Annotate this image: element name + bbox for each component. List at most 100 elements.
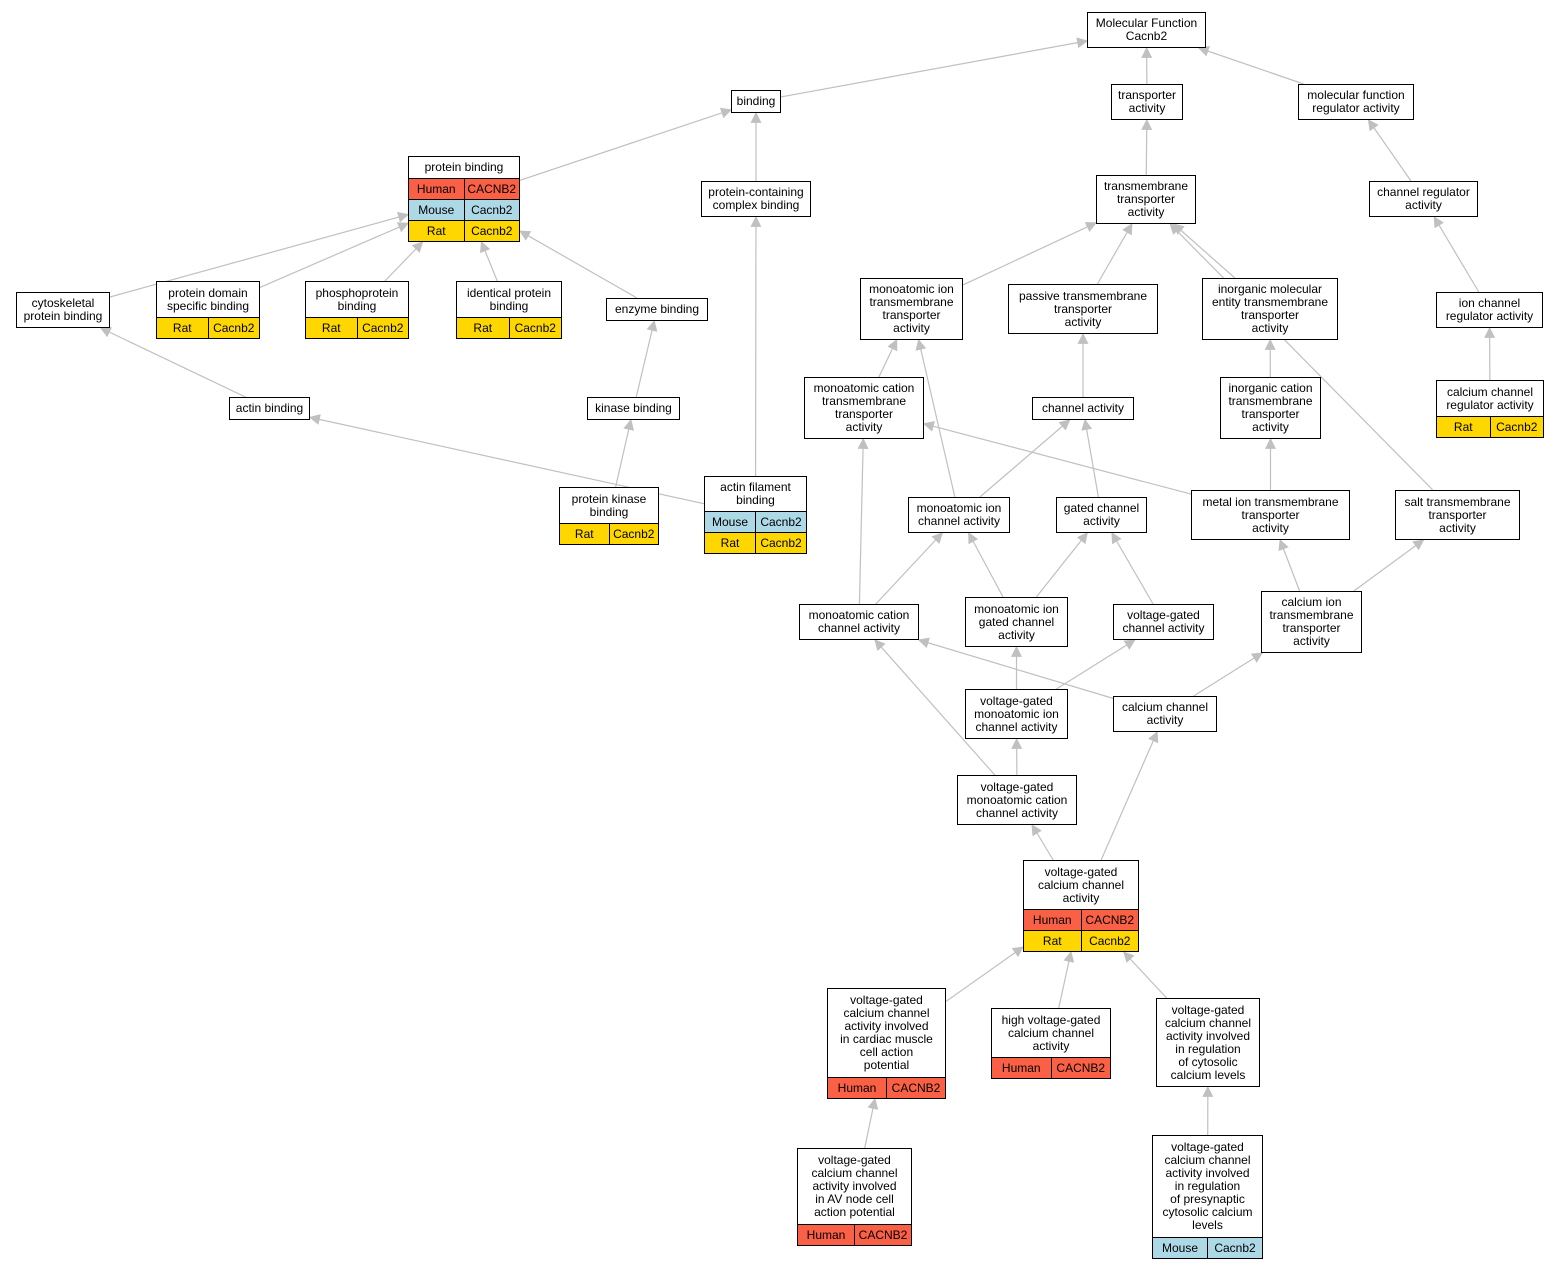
edge-vgmaion-to-vgchan xyxy=(1056,639,1136,690)
go-node-vgmacat[interactable]: voltage-gated monoatomic cation channel … xyxy=(957,775,1077,825)
edge-protkinase-to-kinase xyxy=(615,418,635,488)
gene-cell: Cacnb2 xyxy=(760,536,802,550)
edge-caiontm-to-salt xyxy=(1353,539,1425,592)
go-node-tmtrans[interactable]: transmembrane transporter activity xyxy=(1096,175,1196,224)
node-label: ion channel regulator activity xyxy=(1445,296,1534,323)
edge-phospho-to-protbind xyxy=(384,241,424,282)
species-cell: Rat xyxy=(457,318,510,338)
edge-chanreg-to-mfreg xyxy=(1367,119,1412,182)
go-node-vgcaav[interactable]: voltage-gated calcium channel activity i… xyxy=(797,1148,912,1246)
go-node-enzyme[interactable]: enzyme binding xyxy=(606,298,708,321)
node-label: enzyme binding xyxy=(614,302,700,316)
go-node-macatchan[interactable]: monoatomic cation channel activity xyxy=(799,604,919,640)
go-node-ionchanreg[interactable]: ion channel regulator activity xyxy=(1436,292,1543,328)
species-cell: Human xyxy=(798,1225,855,1245)
go-node-maiontm[interactable]: monoatomic ion transmembrane transporter… xyxy=(860,278,963,340)
edge-protdom-to-protbind xyxy=(259,222,410,289)
go-node-maionchan[interactable]: monoatomic ion channel activity xyxy=(908,497,1010,533)
gene-cell: Cacnb2 xyxy=(471,224,513,238)
species-cell: Rat xyxy=(306,318,358,338)
node-label: voltage-gated calcium channel activity i… xyxy=(1164,1002,1252,1082)
go-node-vgcapresyn[interactable]: voltage-gated calcium channel activity i… xyxy=(1152,1135,1263,1259)
go-node-cytoskel[interactable]: cytoskeletal protein binding xyxy=(16,292,110,328)
node-label: channel regulator activity xyxy=(1377,185,1470,212)
go-node-mfreg[interactable]: molecular function regulator activity xyxy=(1298,84,1414,120)
go-node-vgchan[interactable]: voltage-gated channel activity xyxy=(1113,604,1214,640)
species-cell: Mouse xyxy=(1153,1238,1208,1258)
node-label: molecular function regulator activity xyxy=(1307,88,1405,115)
go-node-chanreg[interactable]: channel regulator activity xyxy=(1369,181,1478,217)
go-node-vgcacyto[interactable]: voltage-gated calcium channel activity i… xyxy=(1156,998,1260,1087)
species-cell: Rat xyxy=(1437,417,1491,437)
species-gene-row: Rat Cacnb2 xyxy=(457,317,561,338)
go-node-macattm[interactable]: monoatomic cation transmembrane transpor… xyxy=(804,377,924,439)
node-label: voltage-gated monoatomic ion channel act… xyxy=(974,693,1059,734)
go-node-highvg[interactable]: high voltage-gated calcium channel activ… xyxy=(991,1008,1111,1079)
edge-maiongated-to-maionchan xyxy=(968,532,1004,598)
go-node-inorgmol[interactable]: inorganic molecular entity transmembrane… xyxy=(1202,278,1338,340)
go-node-chanact[interactable]: channel activity xyxy=(1032,397,1134,420)
go-node-caiontm[interactable]: calcium ion transmembrane transporter ac… xyxy=(1261,591,1362,653)
go-node-metalion[interactable]: metal ion transmembrane transporter acti… xyxy=(1191,490,1350,540)
edge-cachan-to-macatchan xyxy=(917,637,1114,699)
go-node-binding[interactable]: binding xyxy=(731,90,781,113)
node-label: voltage-gated calcium channel activity i… xyxy=(1162,1140,1253,1232)
node-label: protein domain specific binding xyxy=(166,285,250,313)
edge-passive-to-tmtrans xyxy=(1096,223,1133,285)
gene-cell: CACNB2 xyxy=(1085,913,1135,927)
edge-maiongated-to-gated xyxy=(1035,532,1088,598)
go-node-actin[interactable]: actin binding xyxy=(229,397,310,420)
go-node-vgcacardiac[interactable]: voltage-gated calcium channel activity i… xyxy=(827,988,946,1099)
edge-maiontm-to-tmtrans xyxy=(962,222,1097,286)
go-node-gated[interactable]: gated channel activity xyxy=(1056,497,1147,533)
edge-protbind-to-binding xyxy=(519,107,733,181)
node-label: voltage-gated calcium channel activity i… xyxy=(811,1153,898,1219)
node-label: transporter activity xyxy=(1117,88,1177,115)
species-cell: Rat xyxy=(705,533,756,553)
node-label: calcium channel activity xyxy=(1121,700,1209,727)
node-label: identical protein binding xyxy=(466,285,552,313)
gene-cell: Cacnb2 xyxy=(1214,1241,1256,1255)
go-node-transporter[interactable]: transporter activity xyxy=(1111,84,1183,120)
species-cell: Mouse xyxy=(705,512,756,532)
go-node-inorgcat[interactable]: inorganic cation transmembrane transport… xyxy=(1220,377,1321,439)
gene-cell: Cacnb2 xyxy=(1089,934,1131,948)
go-node-kinase[interactable]: kinase binding xyxy=(587,397,680,420)
go-node-cachan[interactable]: calcium channel activity xyxy=(1113,696,1217,732)
gene-cell: Cacnb2 xyxy=(514,321,556,335)
gene-cell: Cacnb2 xyxy=(1496,420,1538,434)
gene-cell: CACNB2 xyxy=(891,1081,941,1095)
edge-tmtrans-to-transporter xyxy=(1141,118,1153,176)
go-node-mf[interactable]: Molecular Function Cacnb2 xyxy=(1087,12,1206,48)
node-label: salt transmembrane transporter activity xyxy=(1404,494,1511,535)
edge-identical-to-protbind xyxy=(480,240,498,282)
node-label: binding xyxy=(736,94,776,108)
species-gene-row: Rat Cacnb2 xyxy=(705,532,806,553)
species-cell: Human xyxy=(992,1058,1052,1078)
gene-cell: Cacnb2 xyxy=(213,321,255,335)
go-node-salt[interactable]: salt transmembrane transporter activity xyxy=(1395,490,1520,540)
go-node-passive[interactable]: passive transmembrane transporter activi… xyxy=(1008,284,1158,334)
go-node-maiongated[interactable]: monoatomic ion gated channel activity xyxy=(965,597,1068,647)
gene-cell: Cacnb2 xyxy=(471,203,513,217)
edge-ionchanreg-to-chanreg xyxy=(1433,216,1480,293)
go-node-vgmaion[interactable]: voltage-gated monoatomic ion channel act… xyxy=(965,689,1068,739)
node-label: voltage-gated calcium channel activity i… xyxy=(840,993,933,1072)
go-node-pcomplex[interactable]: protein-containing complex binding xyxy=(701,181,811,217)
species-cell: Human xyxy=(409,179,465,199)
edge-maionchan-to-maiontm xyxy=(915,338,956,498)
species-cell: Mouse xyxy=(409,200,465,220)
